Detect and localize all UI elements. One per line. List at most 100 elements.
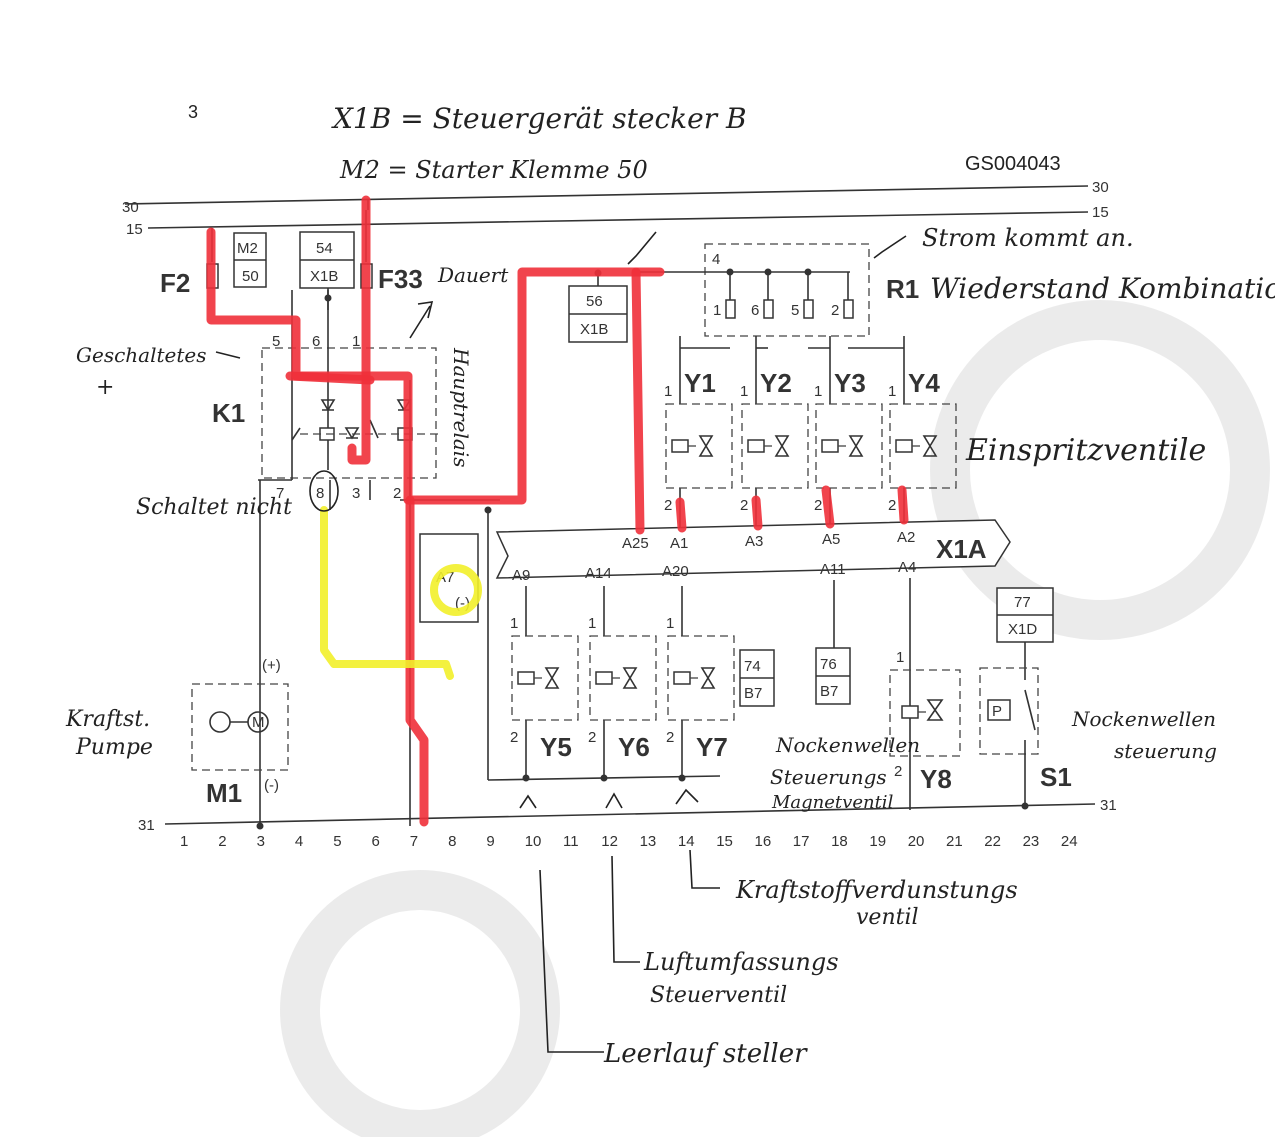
valve-box — [667, 635, 735, 721]
valve-coil — [595, 671, 613, 685]
note-nocken-s1-2: steuerung — [1114, 739, 1217, 763]
svg-text:P: P — [992, 703, 1002, 720]
svg-text:2: 2 — [510, 729, 518, 746]
valve-box — [589, 635, 657, 721]
ruler-tick: 6 — [372, 833, 380, 850]
svg-text:2: 2 — [393, 485, 401, 502]
f33-label: F33 — [378, 264, 423, 294]
svg-text:X1D: X1D — [1008, 621, 1037, 638]
svg-text:A2: A2 — [897, 529, 915, 546]
ruler-tick: 14 — [678, 833, 695, 850]
note-geschaltetes: Geschaltetes — [76, 343, 207, 367]
ruler-tick: 15 — [716, 833, 733, 850]
svg-text:A9: A9 — [512, 567, 530, 584]
valve-box — [511, 635, 579, 721]
ruler-tick: 2 — [218, 833, 226, 850]
svg-text:2: 2 — [740, 497, 748, 514]
svg-text:3: 3 — [352, 485, 360, 502]
valve-label: Y3 — [834, 368, 866, 398]
note-nocken-ventil-1: Nockenwellen — [775, 733, 920, 757]
doc-code: GS004043 — [965, 153, 1061, 175]
svg-text:6: 6 — [312, 333, 320, 350]
svg-text:A20: A20 — [662, 563, 689, 580]
ruler-tick: 22 — [984, 833, 1001, 850]
svg-text:74: 74 — [744, 658, 761, 675]
rail-31 — [164, 803, 1096, 825]
valve-box — [815, 403, 883, 489]
ruler-tick: 3 — [257, 833, 265, 850]
valve-coil — [747, 439, 765, 453]
svg-text:M: M — [252, 714, 265, 731]
svg-text:4: 4 — [712, 251, 720, 268]
m1-label: M1 — [206, 778, 242, 808]
svg-text:2: 2 — [894, 763, 902, 780]
rail-31-left-label: 31 — [138, 817, 155, 834]
svg-text:1: 1 — [664, 383, 672, 400]
svg-text:(-): (-) — [264, 777, 279, 794]
svg-text:76: 76 — [820, 656, 837, 673]
handwritten-annotations: X1B = Steuergerät stecker B M2 = Starter… — [65, 102, 1275, 1069]
ruler-tick: 19 — [869, 833, 886, 850]
valve-label: Y6 — [618, 732, 650, 762]
svg-text:2: 2 — [814, 497, 822, 514]
valve-label: Y4 — [908, 368, 940, 398]
svg-text:5: 5 — [272, 333, 280, 350]
y8-label: Y8 — [920, 764, 952, 794]
ruler-tick: 4 — [295, 833, 303, 850]
valve-label: Y5 — [540, 732, 572, 762]
svg-text:2: 2 — [588, 729, 596, 746]
ruler-tick: 21 — [946, 833, 963, 850]
note-luft-2: Steuerventil — [650, 983, 787, 1008]
svg-text:1: 1 — [713, 302, 721, 319]
svg-text:A11: A11 — [820, 561, 846, 578]
rail-15-right-label: 15 — [1092, 204, 1109, 221]
note-r1: Wiederstand Kombination — [930, 272, 1275, 305]
svg-text:1: 1 — [588, 615, 596, 632]
red-highlight-path — [206, 195, 909, 827]
valve-box — [665, 403, 733, 489]
corner-number: 3 — [188, 102, 198, 122]
svg-text:A5: A5 — [822, 531, 840, 548]
x1b56-top: 56 — [586, 293, 603, 310]
m2-bot: 50 — [242, 268, 259, 285]
svg-text:6: 6 — [751, 302, 759, 319]
ruler-tick: 18 — [831, 833, 848, 850]
rail-30-right-label: 30 — [1092, 179, 1109, 196]
note-nocken-ventil-3: Magnetventil — [771, 792, 894, 813]
switch-s1-box — [979, 667, 1039, 755]
ruler-tick: 11 — [563, 833, 579, 850]
svg-text:1: 1 — [352, 333, 360, 350]
note-x1b: X1B = Steuergerät stecker B — [331, 102, 747, 135]
ruler-tick: 20 — [908, 833, 925, 850]
rail-30-left-label: 30 — [122, 199, 139, 216]
svg-text:1: 1 — [888, 383, 896, 400]
svg-text:2: 2 — [666, 729, 674, 746]
ruler-tick: 17 — [793, 833, 810, 850]
valve-label: Y1 — [684, 368, 716, 398]
note-leerlauf: Leerlauf steller — [603, 1039, 808, 1069]
x1b54-bot: X1B — [310, 268, 338, 285]
svg-text:(+): (+) — [262, 657, 281, 674]
svg-text:1: 1 — [666, 615, 674, 632]
note-hauptrelais: Hauptrelais — [449, 347, 473, 467]
svg-text:7: 7 — [276, 485, 284, 502]
note-m2: M2 = Starter Klemme 50 — [339, 156, 648, 184]
resistor-r1-box — [704, 243, 870, 337]
note-nocken-s1-1: Nockenwellen — [1071, 707, 1216, 731]
note-einspritz: Einspritzventile — [965, 433, 1206, 468]
resistor — [763, 299, 774, 319]
note-luft-1: Luftumfassungs — [643, 948, 839, 976]
x1a-label: X1A — [936, 534, 987, 564]
note-strom: Strom kommt an. — [922, 224, 1134, 252]
yellow-highlight-path — [320, 506, 482, 680]
resistor — [725, 299, 736, 319]
svg-text:2: 2 — [664, 497, 672, 514]
svg-text:1: 1 — [740, 383, 748, 400]
svg-text:77: 77 — [1014, 594, 1031, 611]
x1b54-top: 54 — [316, 240, 333, 257]
x1b56-bot: X1B — [580, 321, 608, 338]
note-kraftst: Kraftst. — [65, 707, 150, 732]
rail-15 — [147, 211, 1089, 229]
